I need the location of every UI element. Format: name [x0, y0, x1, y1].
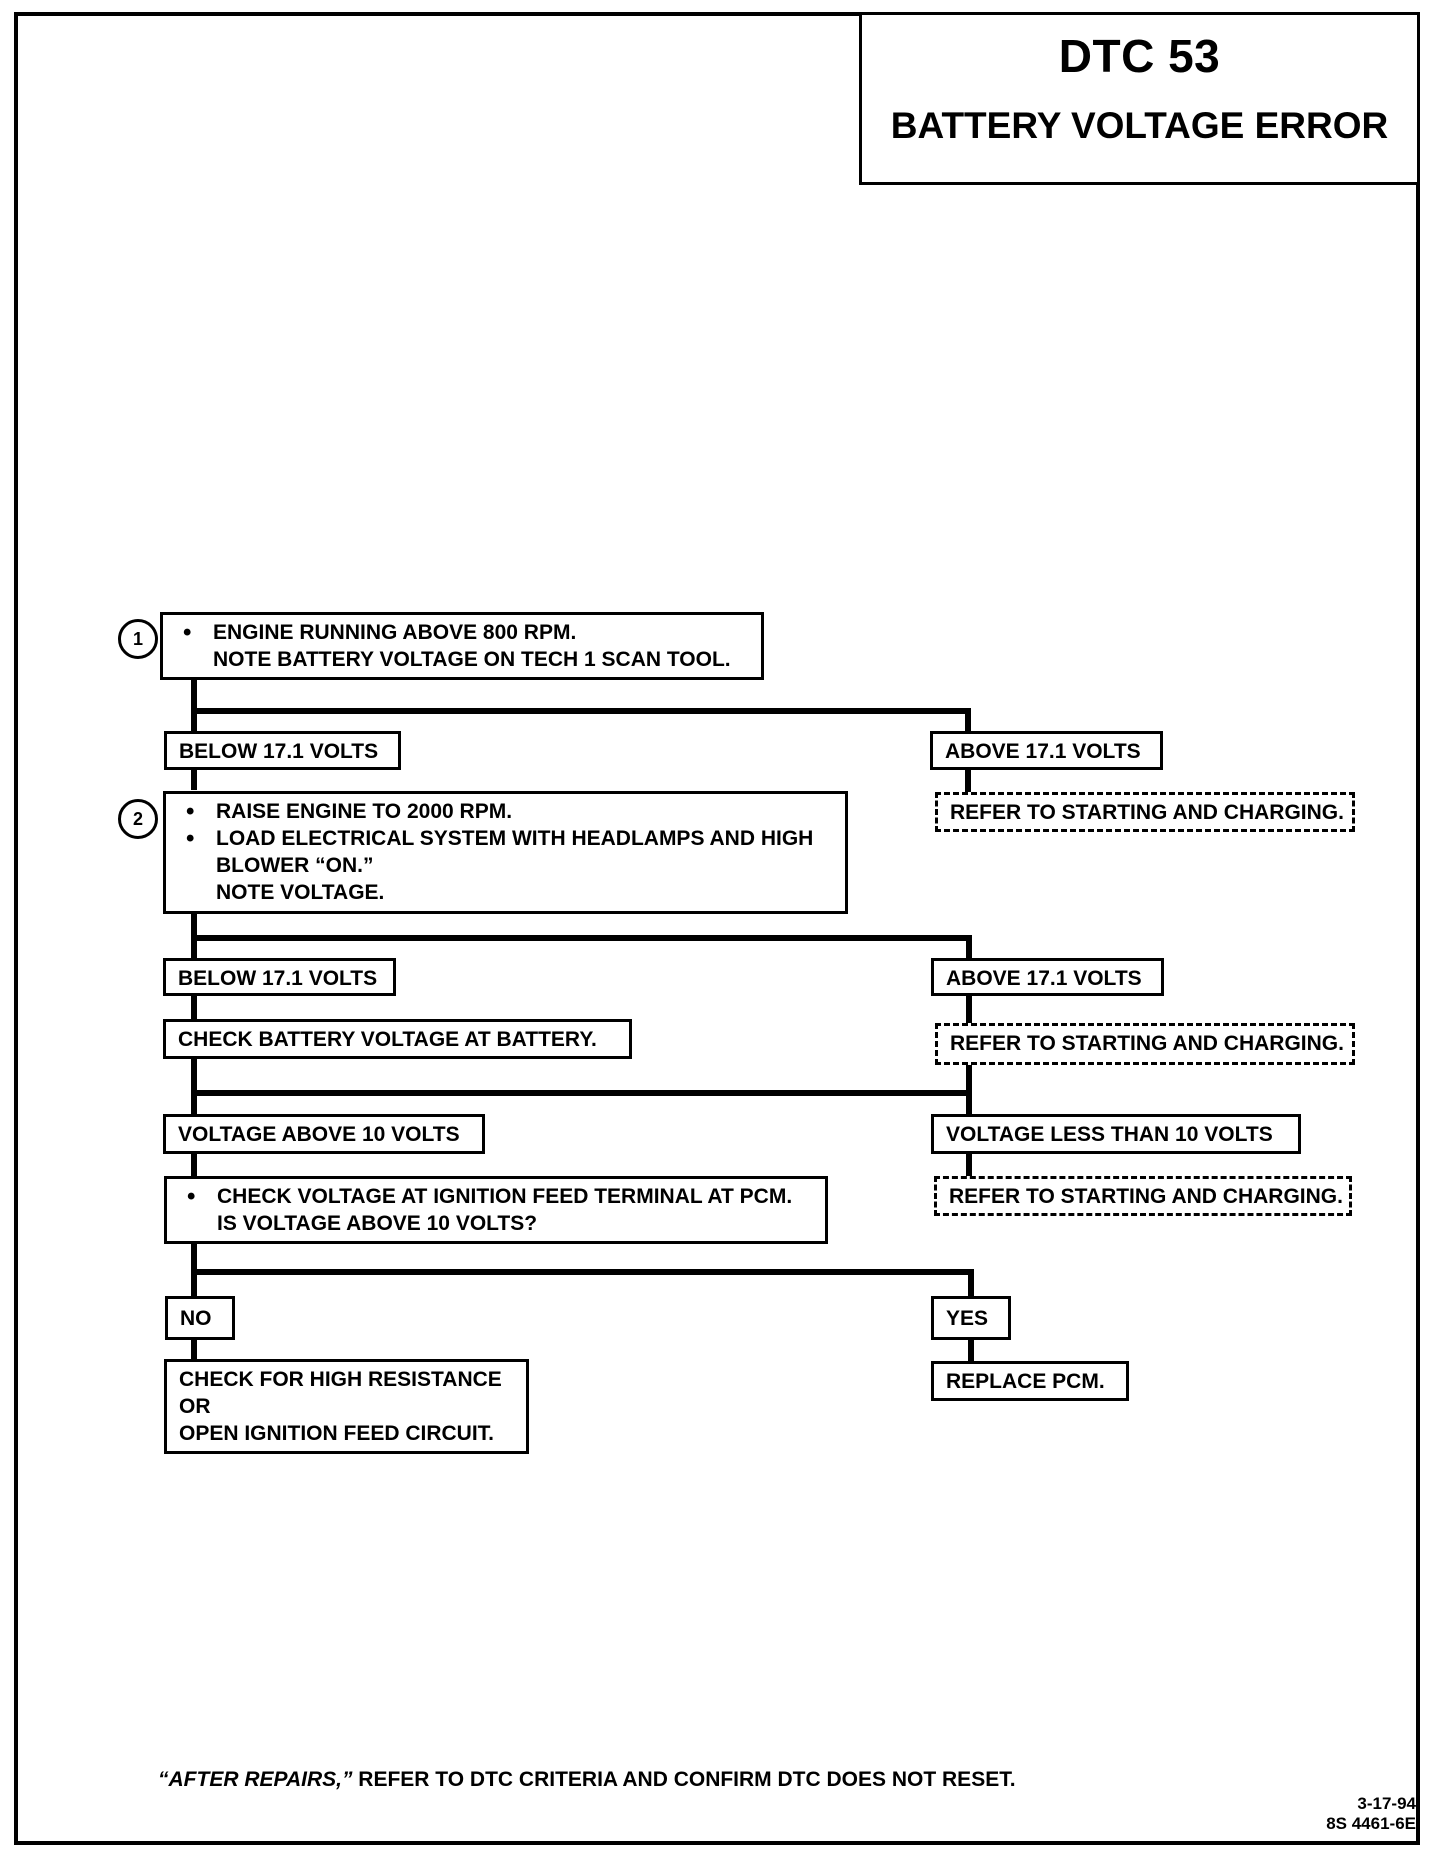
no-action-line-1: CHECK FOR HIGH RESISTANCE [179, 1368, 502, 1391]
replace-pcm-box: REPLACE PCM. [931, 1361, 1129, 1401]
no-action-box: CHECK FOR HIGH RESISTANCE OR OPEN IGNITI… [164, 1359, 529, 1454]
step2-below-label: BELOW 17.1 VOLTS [163, 958, 396, 996]
step1-box: ENGINE RUNNING ABOVE 800 RPM. NOTE BATTE… [160, 612, 764, 680]
step2-line-1: RAISE ENGINE TO 2000 RPM. [178, 798, 833, 825]
footer-emphasis: “AFTER REPAIRS,” [158, 1768, 353, 1791]
step1-refer-action: REFER TO STARTING AND CHARGING. [935, 792, 1355, 832]
footer-note: “AFTER REPAIRS,” REFER TO DTC CRITERIA A… [158, 1768, 1016, 1792]
reference-doc: 8S 4461-6E [1326, 1814, 1416, 1833]
dtc-code: DTC 53 [1058, 30, 1221, 82]
reference-date: 3-17-94 [1357, 1794, 1416, 1813]
step2-above-label: ABOVE 17.1 VOLTS [931, 958, 1164, 996]
voltage-less-10-label: VOLTAGE LESS THAN 10 VOLTS [931, 1114, 1301, 1154]
dtc-name: BATTERY VOLTAGE ERROR [890, 105, 1389, 146]
step2-refer-action: REFER TO STARTING AND CHARGING. [935, 1023, 1355, 1065]
step-number-1: 1 [118, 619, 158, 659]
step1-above-label: ABOVE 17.1 VOLTS [930, 731, 1163, 770]
no-action-line-3: OPEN IGNITION FEED CIRCUIT. [179, 1422, 495, 1445]
connector [191, 994, 197, 1334]
connector [191, 912, 197, 982]
page-frame [14, 12, 1420, 1845]
no-label: NO [165, 1296, 235, 1340]
no-action-line-2: OR [179, 1395, 211, 1418]
check-ignition-line-1: CHECK VOLTAGE AT IGNITION FEED TERMINAL … [179, 1183, 813, 1210]
step1-line-1: ENGINE RUNNING ABOVE 800 RPM. [175, 619, 749, 646]
connector [191, 1090, 972, 1096]
voltage-above-10-label: VOLTAGE ABOVE 10 VOLTS [163, 1114, 485, 1154]
battery-refer-action: REFER TO STARTING AND CHARGING. [934, 1176, 1352, 1216]
step2-line-3: BLOWER “ON.” [216, 854, 374, 877]
step1-below-label: BELOW 17.1 VOLTS [164, 731, 401, 770]
check-battery-box: CHECK BATTERY VOLTAGE AT BATTERY. [163, 1019, 632, 1059]
connector [191, 1269, 974, 1275]
connector [191, 708, 971, 714]
footer-text: REFER TO DTC CRITERIA AND CONFIRM DTC DO… [352, 1768, 1016, 1791]
step1-line-2: NOTE BATTERY VOLTAGE ON TECH 1 SCAN TOOL… [213, 648, 731, 671]
step-number-2: 2 [118, 799, 158, 839]
step2-line-2: LOAD ELECTRICAL SYSTEM WITH HEADLAMPS AN… [178, 825, 833, 852]
connector [191, 935, 972, 941]
document-reference: 3-17-94 8S 4461-6E [1326, 1794, 1416, 1834]
step2-line-4: NOTE VOLTAGE. [216, 881, 385, 904]
connector [965, 765, 971, 799]
yes-label: YES [931, 1296, 1011, 1340]
title-box: DTC 53 BATTERY VOLTAGE ERROR [859, 12, 1420, 185]
check-ignition-box: CHECK VOLTAGE AT IGNITION FEED TERMINAL … [164, 1176, 828, 1244]
step2-box: RAISE ENGINE TO 2000 RPM. LOAD ELECTRICA… [163, 791, 848, 914]
check-ignition-line-2: IS VOLTAGE ABOVE 10 VOLTS? [217, 1212, 538, 1235]
